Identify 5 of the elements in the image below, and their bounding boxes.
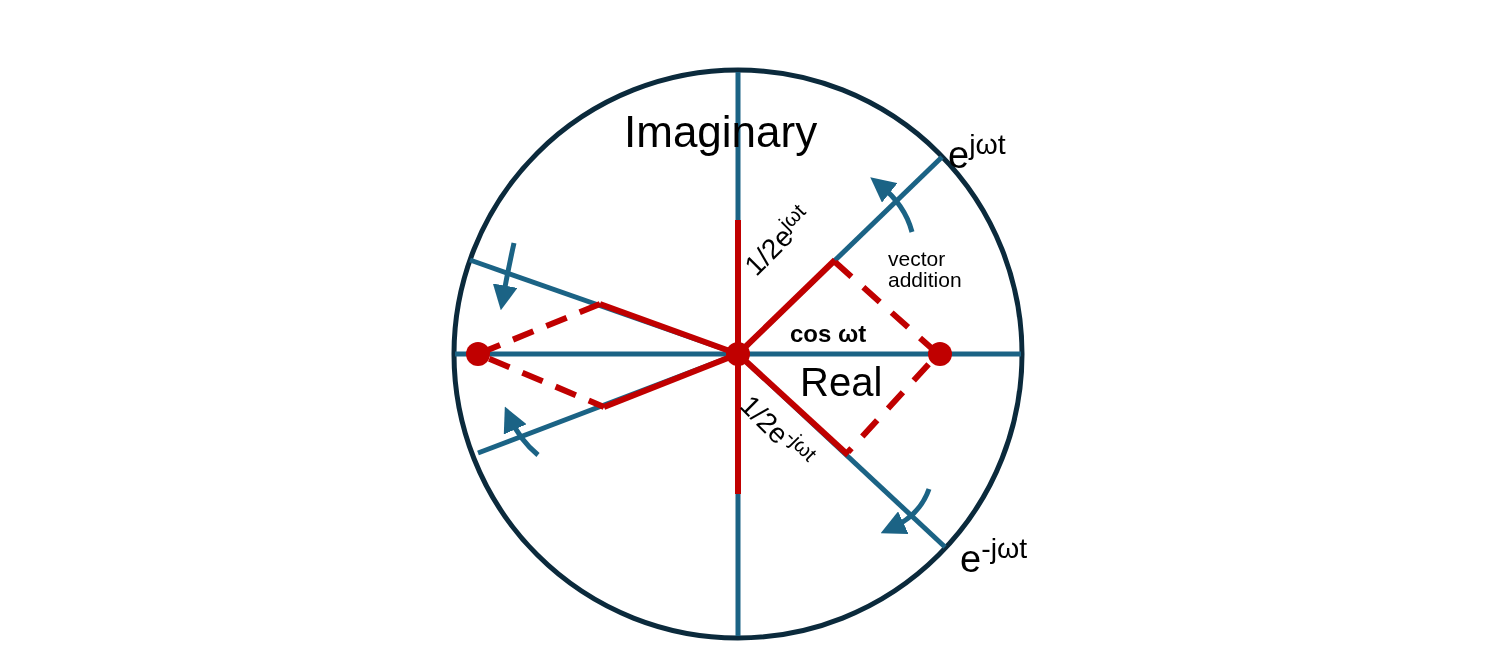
annotation-text: vector addition: [888, 248, 963, 290]
phasor-label: e$^{jωt}$: [948, 136, 1006, 174]
result-label: cos ωt: [790, 322, 867, 346]
axis-label: Real: [800, 362, 883, 402]
phasor-label: e$^{-jωt}$: [960, 540, 1028, 578]
